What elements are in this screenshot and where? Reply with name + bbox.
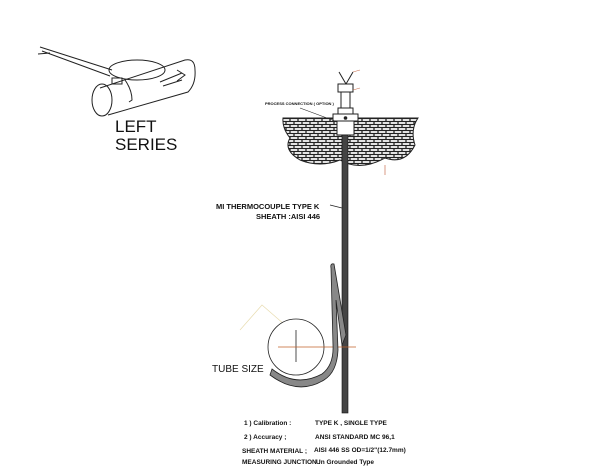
spec-value: TYPE K , SINGLE TYPE [315, 420, 387, 427]
pipe-clamp-illustration [37, 46, 196, 117]
ground-section [282, 117, 419, 166]
left-label: LEFT [115, 117, 157, 136]
spec-value: ANSI STANDARD MC 96,1 [315, 434, 395, 441]
series-label: SERIES [115, 135, 178, 154]
spec-label: MEASURING JUNCTION : [242, 459, 321, 466]
spec-value: AISI 446 SS OD=1/2"(12.7mm) [314, 447, 406, 454]
spec-label: 2 ) Accuracy ; [244, 434, 287, 441]
tube-section [239, 263, 356, 388]
thermocouple-label: MI THERMOCOUPLE TYPE K [216, 202, 320, 211]
process-connection-fitting [299, 69, 361, 136]
spec-label: SHEATH MATERIAL ; [242, 448, 307, 455]
process-connection-label: PROCESS CONNECTION ( OPTION ) [265, 101, 334, 106]
spec-value: Un Grounded Type [316, 459, 375, 466]
sheath-label: SHEATH :AISI 446 [256, 212, 321, 221]
tube-size-label: TUBE SIZE [212, 364, 264, 375]
spec-label: 1 ) Calibration : [244, 420, 292, 427]
thermocouple-probe [341, 134, 349, 414]
